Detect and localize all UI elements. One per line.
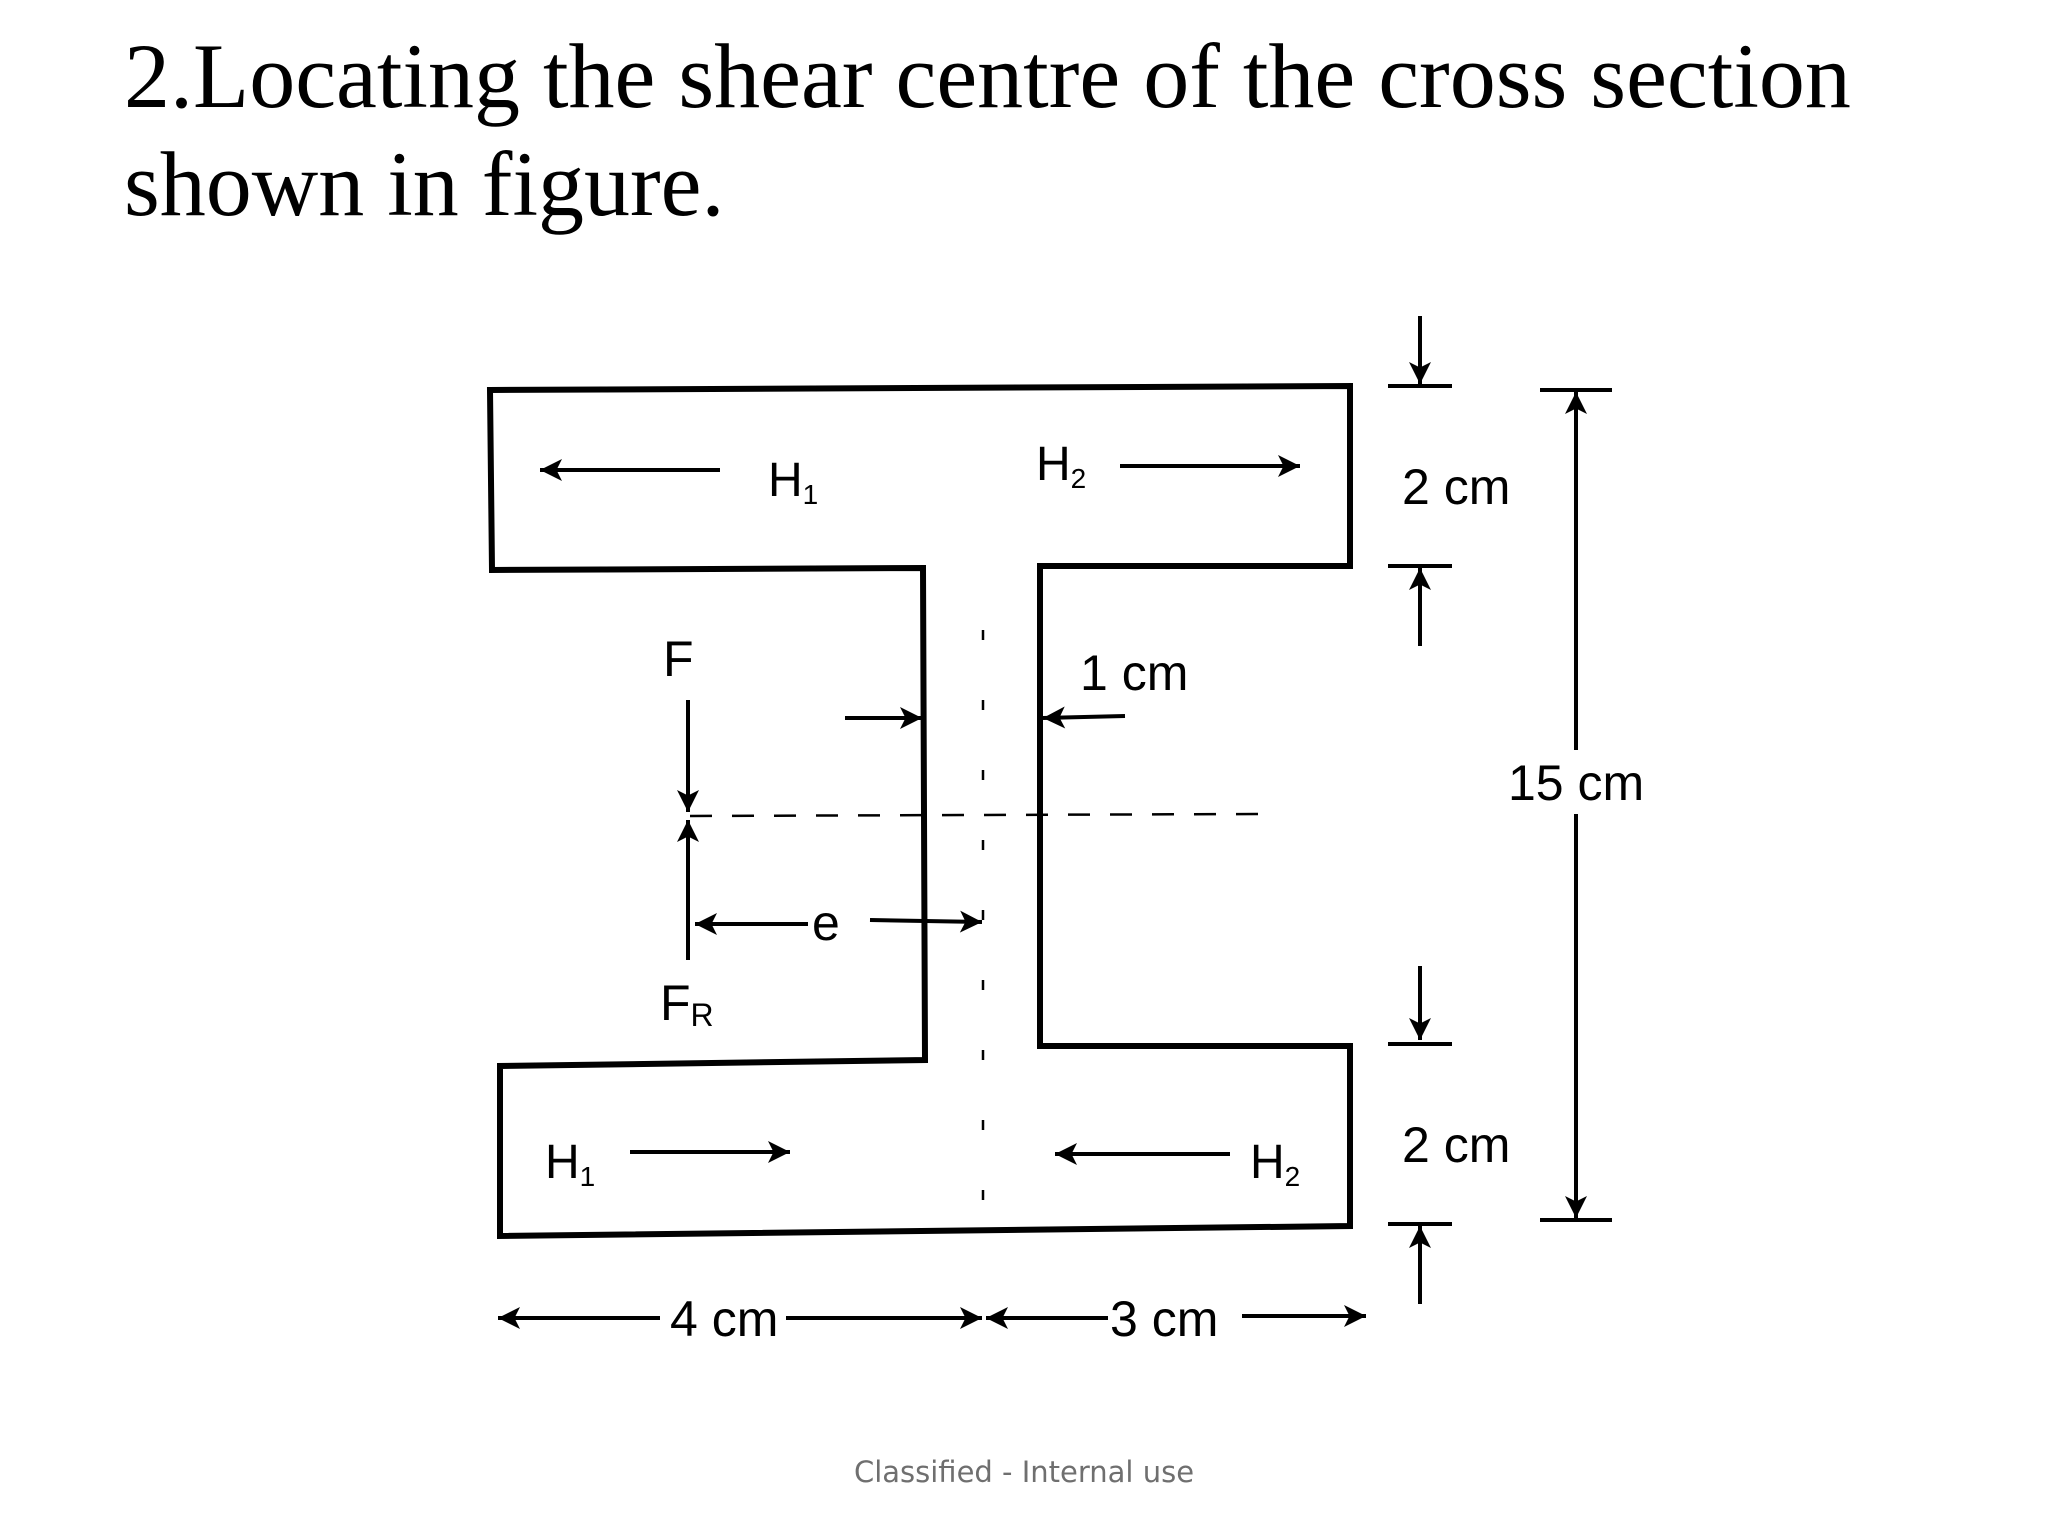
h1-top-label: H1: [768, 454, 818, 510]
e-label: e: [812, 895, 840, 951]
top-flange-thickness-label: 2 cm: [1402, 459, 1510, 515]
classification-footer: Classified - Internal use: [853, 1455, 1195, 1489]
h1-bottom-label: H1: [545, 1136, 595, 1192]
f-label: F: [663, 631, 694, 687]
total-depth-label: 15 cm: [1508, 755, 1644, 811]
bottom-flange-thickness-label: 2 cm: [1402, 1117, 1510, 1173]
section-outline: [486, 382, 1353, 1240]
fr-label: FR: [660, 975, 714, 1033]
e-arrow-right: [869, 910, 983, 933]
h2-bottom-label: H2: [1250, 1136, 1300, 1192]
right-width-label: 3 cm: [1110, 1291, 1218, 1347]
web-thickness-arrow-right: [1042, 706, 1126, 729]
slide-title: 2.Locating the shear centre of the cross…: [124, 25, 1851, 235]
web-thickness-label: 1 cm: [1080, 645, 1188, 701]
h2-top-label: H2: [1036, 438, 1086, 494]
left-width-label: 4 cm: [670, 1291, 778, 1347]
shear-centre-line: [689, 812, 1261, 818]
